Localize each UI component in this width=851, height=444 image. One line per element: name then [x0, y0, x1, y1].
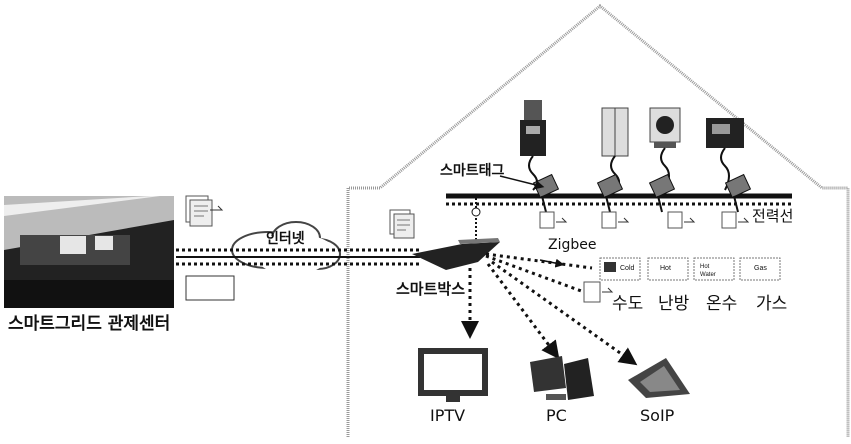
smart-tag-icon: [532, 173, 560, 213]
device-label-iptv: IPTV: [430, 406, 466, 425]
blank-box-icon: [185, 275, 235, 301]
iptv-icon: [418, 348, 488, 402]
document-icon: [539, 211, 568, 229]
pc-icon: [530, 356, 594, 400]
meter-text: Hot: [700, 264, 710, 270]
smart-box-icon: [412, 242, 500, 270]
document-icon: [601, 211, 630, 229]
document-icon: [185, 195, 224, 227]
smart-tag-label: 스마트태그: [440, 163, 505, 179]
device-label-soip: SoIP: [640, 406, 675, 425]
appliance-icon: [649, 107, 681, 191]
meter-text: Cold: [620, 265, 635, 272]
house-outline: [346, 4, 850, 437]
meter-text: Water: [700, 272, 716, 278]
document-icon: [721, 211, 750, 229]
document-icon: [667, 211, 696, 229]
device-label-pc: PC: [546, 406, 567, 425]
utility-label-water: 수도: [612, 294, 644, 314]
meter-row: Cold Hot Hot Water Gas: [599, 257, 781, 281]
soip-icon: [628, 358, 690, 398]
internet-cloud: [231, 221, 341, 274]
document-icon: [389, 209, 415, 239]
document-icon: [583, 281, 614, 303]
control-center-photo: [4, 196, 174, 308]
meter-text: Hot: [660, 265, 671, 272]
appliance-icon: [706, 118, 744, 191]
power-line-label: 전력선: [752, 207, 794, 225]
utility-label-heating: 난방: [658, 294, 690, 314]
appliance-icon: [520, 100, 546, 191]
meter-text: Gas: [754, 265, 767, 272]
smart-tag-icon: [648, 173, 676, 213]
smart-box-label: 스마트박스: [396, 280, 466, 298]
smart-tag-icon: [724, 173, 752, 213]
zigbee-label: Zigbee: [548, 237, 597, 253]
internet-label: 인터넷: [266, 231, 305, 247]
smart-tag-icon: [596, 173, 624, 213]
control-center-label: 스마트그리드 관제센터: [8, 314, 171, 334]
utility-label-gas: 가스: [756, 294, 788, 314]
utility-label-hot-water: 온수: [706, 294, 738, 314]
